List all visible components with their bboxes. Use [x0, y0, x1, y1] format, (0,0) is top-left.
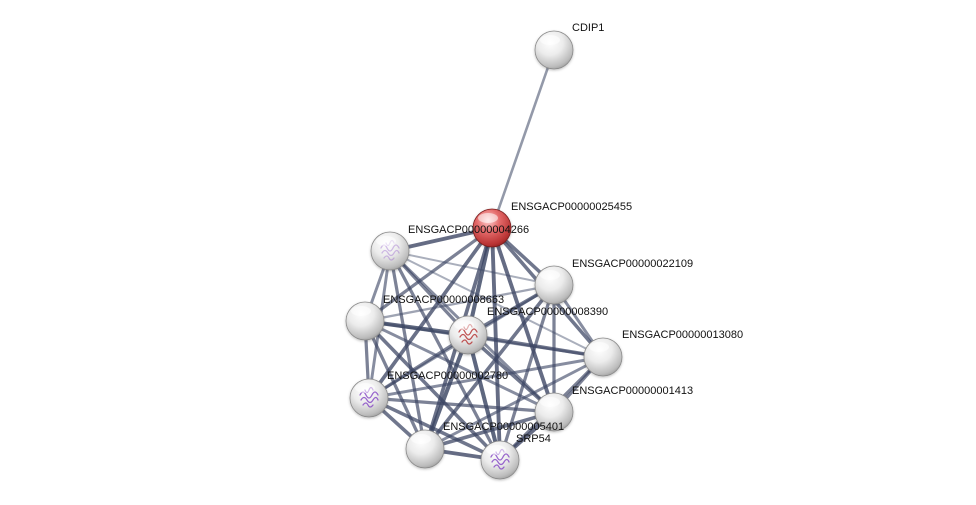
nodes-layer: CDIP1ENSGACP00000025455ENSGACP0000000426…	[345, 22, 743, 480]
node-label[interactable]: ENSGACP00000004266	[408, 224, 529, 236]
node-label[interactable]: ENSGACP00000008390	[487, 306, 608, 318]
edge-n1413-n5401[interactable]	[423, 410, 556, 451]
edge-n13080-n2780[interactable]	[367, 355, 605, 400]
edge-n8663-srp54[interactable]	[363, 319, 502, 462]
node-label[interactable]: ENSGACP00000001413	[572, 385, 693, 397]
node-label[interactable]: ENSGACP00000002780	[387, 370, 508, 382]
node-gloss	[351, 306, 371, 316]
node-n8390[interactable]: ENSGACP00000008390	[448, 306, 608, 355]
node-label[interactable]: ENSGACP00000005401	[443, 421, 564, 433]
edge-n4266-n5401[interactable]	[388, 249, 427, 451]
node-gloss	[540, 35, 560, 45]
node-label[interactable]: SRP54	[516, 433, 551, 445]
node-n1413[interactable]: ENSGACP00000001413	[534, 385, 693, 432]
node-label[interactable]: ENSGACP00000025455	[511, 201, 632, 213]
node-n25455[interactable]: ENSGACP00000025455	[472, 201, 632, 248]
edge-cdip1-n25455[interactable]	[490, 48, 556, 230]
edge-n8663-n5401[interactable]	[363, 319, 427, 451]
node-gloss	[540, 270, 560, 280]
edge-n8390-srp54[interactable]	[465, 332, 503, 463]
node-gloss	[454, 320, 474, 330]
edge-n2780-srp54[interactable]	[367, 396, 502, 462]
edge-n4266-n13080[interactable]	[389, 250, 604, 358]
edge-n4266-srp54[interactable]	[388, 249, 502, 462]
node-n22109[interactable]: ENSGACP00000022109	[534, 258, 693, 305]
edge-n2780-n1413[interactable]	[367, 396, 556, 414]
node-label[interactable]: ENSGACP00000022109	[572, 258, 693, 270]
node-gloss	[478, 213, 498, 223]
edge-n22109-n5401[interactable]	[423, 283, 556, 451]
node-n4266[interactable]: ENSGACP00000004266	[370, 224, 529, 271]
node-gloss	[540, 397, 560, 407]
node-gloss	[376, 236, 396, 246]
node-srp54[interactable]: SRP54	[480, 433, 551, 480]
edge-n4266-n22109[interactable]	[389, 250, 555, 286]
node-label[interactable]: CDIP1	[572, 22, 604, 34]
edge-n25455-n1413[interactable]	[490, 226, 556, 414]
edge-n22109-srp54[interactable]	[498, 283, 556, 462]
node-gloss	[486, 445, 506, 455]
node-gloss	[589, 342, 609, 352]
node-n5401[interactable]: ENSGACP00000005401	[405, 421, 564, 469]
node-gloss	[411, 434, 431, 444]
edge-n8390-n5401[interactable]	[422, 332, 471, 452]
edge-n22109-n8663[interactable]	[363, 283, 556, 323]
edge-n8390-n13080[interactable]	[466, 333, 605, 359]
edge-n8663-n1413[interactable]	[363, 319, 556, 414]
node-n2780[interactable]: ENSGACP00000002780	[349, 370, 508, 418]
edge-n25455-srp54[interactable]	[490, 226, 502, 462]
node-n8663[interactable]: ENSGACP00000008663	[345, 294, 504, 341]
node-label[interactable]: ENSGACP00000008663	[383, 294, 504, 306]
node-label[interactable]: ENSGACP00000013080	[622, 329, 743, 341]
edge-n13080-n5401[interactable]	[423, 355, 605, 451]
node-n13080[interactable]: ENSGACP00000013080	[583, 329, 743, 377]
node-cdip1[interactable]: CDIP1	[534, 22, 604, 70]
edge-n8390-n2780[interactable]	[367, 333, 470, 400]
node-gloss	[355, 383, 375, 393]
edge-n25455-n8663[interactable]	[363, 226, 494, 323]
